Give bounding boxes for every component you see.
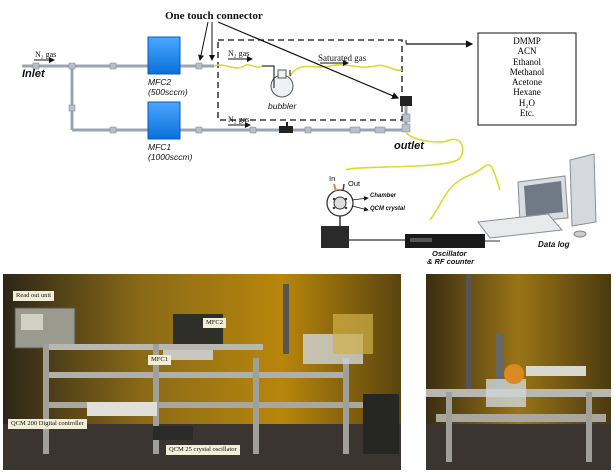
bubbler-flask <box>270 69 294 98</box>
data-log-label: Data log <box>538 240 570 249</box>
analyte-list: DMMP ACN Ethanol Methanol Acetone Hexane… <box>478 36 576 118</box>
pipe-network <box>22 64 408 132</box>
n2-gas-bubbler-label: N₂ gas <box>228 49 250 58</box>
qcm-crystal-label: QCM crystal <box>370 206 406 212</box>
photo-label-qcm25: QCM 25 crystal oscillator <box>166 445 240 455</box>
outlet-fitting <box>400 96 412 106</box>
saturated-gas-label: Saturated gas <box>318 53 367 63</box>
bubbler-label: bubbler <box>268 101 297 111</box>
dashed-enclosure <box>217 39 403 121</box>
mfc2-flow: (500sccm) <box>148 87 188 97</box>
mfc2-name: MFC2 <box>148 77 172 87</box>
n2-gas-inlet-label: N₂ gas <box>35 50 57 59</box>
analyte-item: Ethanol <box>513 56 541 67</box>
outlet-label: outlet <box>394 140 424 152</box>
pipe-fittings <box>32 62 411 134</box>
photo-label-mfc1: MFC1 <box>148 355 171 365</box>
yellow-tubing <box>213 64 501 221</box>
chamber-label: Chamber <box>370 193 397 199</box>
analyte-item: Acetone <box>512 77 542 88</box>
analytes-box <box>477 32 577 126</box>
photo-label-mfc2: MFC2 <box>203 318 226 328</box>
photo-label-read-out-unit: Read out unit <box>13 291 55 301</box>
valve <box>279 126 293 133</box>
mfc1-name: MFC1 <box>148 142 172 152</box>
mfc1-flow: (1000sccm) <box>148 152 193 162</box>
one-touch-connector-label: One touch connector <box>165 10 263 22</box>
mfc2-box <box>147 36 181 75</box>
oscillator-label-line2: & RF counter <box>427 257 475 266</box>
analyte-item: H₂O <box>518 97 536 108</box>
setup-photo-main: Read out unit MFC2 MFC1 QCM 200 Digital … <box>3 274 401 470</box>
setup-photo-closeup <box>426 274 611 470</box>
out-label: Out <box>348 179 361 188</box>
oscillator-device <box>405 234 485 248</box>
inlet-label: Inlet <box>22 68 45 80</box>
computer-illustration <box>477 153 597 239</box>
gas-flow-schematic: One touch connector N₂ gas Inlet MFC2 (5… <box>22 10 597 266</box>
analyte-item: Hexane <box>513 87 541 98</box>
analyte-item: ACN <box>517 46 537 57</box>
qcm-chamber <box>321 183 405 248</box>
oscillator-label-line1: Oscillator <box>432 249 467 258</box>
analyte-item: Methanol <box>509 66 545 77</box>
analyte-item: DMMP <box>513 36 541 46</box>
photo-label-qcm200: QCM 200 Digital controller <box>8 419 87 429</box>
setup-photo-main-drawing <box>3 274 401 470</box>
analyte-item: Etc. <box>519 108 535 119</box>
mfc1-box <box>147 101 181 140</box>
n2-gas-bypass-label: N₂ gas <box>228 115 250 124</box>
in-label: In <box>329 174 336 183</box>
schematic-drawing <box>22 21 597 248</box>
qcm-controller-box <box>321 226 349 248</box>
setup-photo-closeup-drawing <box>426 274 611 470</box>
